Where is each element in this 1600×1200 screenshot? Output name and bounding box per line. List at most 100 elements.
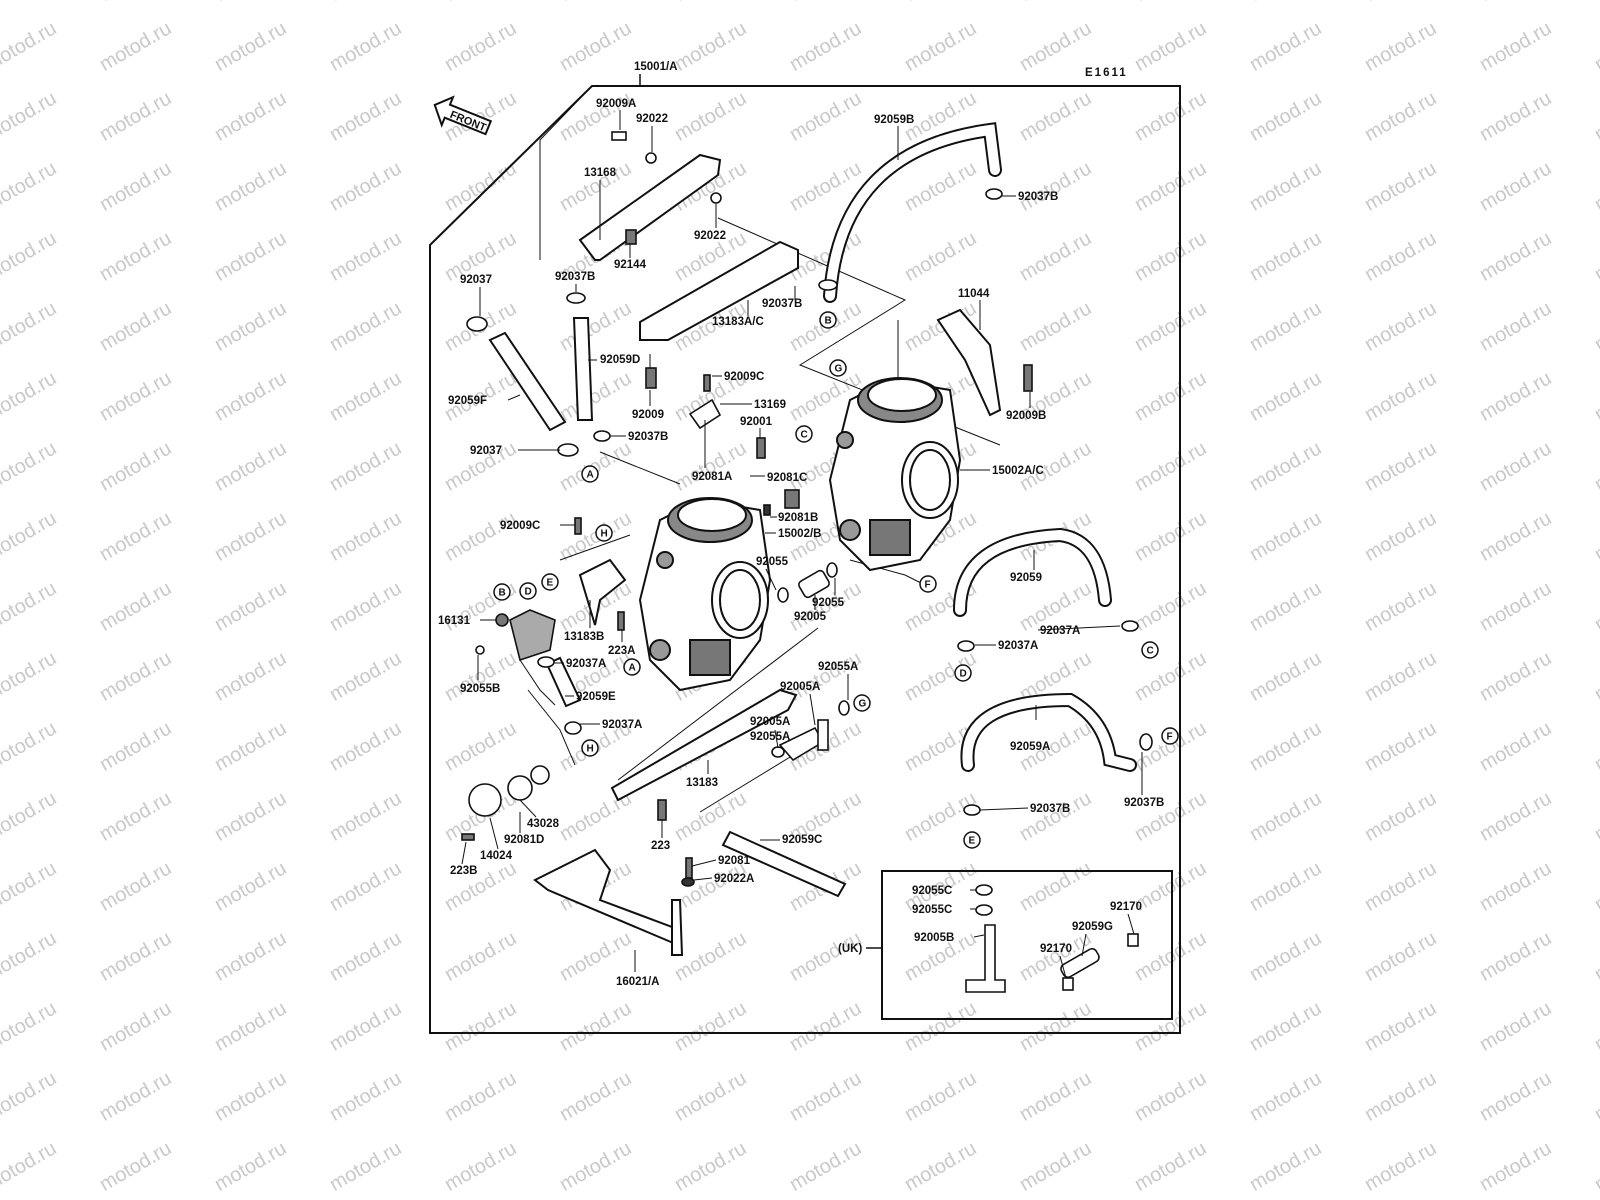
- watermark-text: motod.ru: [786, 927, 865, 986]
- watermark-text: motod.ru: [1016, 17, 1095, 76]
- tubes: [488, 317, 847, 898]
- watermark-text: motod.ru: [1476, 717, 1555, 776]
- ref-marker: E: [963, 831, 981, 849]
- watermark-text: motod.ru: [1246, 437, 1325, 496]
- ref-marker: B: [819, 311, 837, 329]
- part-label: 92037B: [628, 431, 668, 443]
- watermark-text: motod.ru: [1246, 927, 1325, 986]
- watermark-text: motod.ru: [1476, 647, 1555, 706]
- watermark-text: motod.ru: [556, 1137, 635, 1196]
- watermark-text: motod.ru: [0, 227, 60, 286]
- watermark-text: motod.ru: [556, 0, 635, 6]
- watermark-text: motod.ru: [1361, 647, 1440, 706]
- watermark-text: motod.ru: [0, 997, 60, 1056]
- ref-marker: H: [595, 524, 613, 542]
- ref-marker: F: [1161, 727, 1179, 745]
- watermark-text: motod.ru: [96, 997, 175, 1056]
- watermark-text: motod.ru: [1361, 227, 1440, 286]
- svg-text:C: C: [801, 430, 808, 441]
- part-label: 92059A: [1010, 741, 1050, 753]
- watermark-text: motod.ru: [1361, 367, 1440, 426]
- part-label: 92059F: [448, 395, 487, 407]
- part-label: 92081D: [504, 834, 544, 846]
- watermark-text: motod.ru: [96, 927, 175, 986]
- ref-marker: D: [519, 582, 537, 600]
- watermark-text: motod.ru: [1476, 997, 1555, 1056]
- watermark-text: motod.ru: [326, 437, 405, 496]
- watermark-text: motod.ru: [96, 507, 175, 566]
- watermark-text: motod.ru: [0, 927, 60, 986]
- part-label: 92059D: [600, 354, 640, 366]
- watermark-text: motod.ru: [901, 0, 980, 6]
- part-label: 92009C: [724, 371, 764, 383]
- watermark-text: motod.ru: [556, 997, 635, 1056]
- part-label: 92059C: [782, 834, 822, 846]
- watermark-text: motod.ru: [0, 577, 60, 636]
- watermark-text: motod.ru: [1246, 857, 1325, 916]
- watermark-text: motod.ru: [1476, 1067, 1555, 1126]
- watermark-text: motod.ru: [211, 717, 290, 776]
- part-label: 15002/B: [778, 528, 821, 540]
- watermark-text: motod.ru: [0, 367, 60, 426]
- watermark-text: motod.ru: [326, 367, 405, 426]
- part-label: 92009C: [500, 520, 540, 532]
- watermark-text: motod.ru: [556, 17, 635, 76]
- watermark-text: motod.ru: [1476, 227, 1555, 286]
- part-label: 92005A: [750, 716, 790, 728]
- reference-markers: B G C A H B D E F A C D G H F E: [493, 311, 1179, 849]
- watermark-text: motod.ru: [1131, 647, 1210, 706]
- watermark-text: motod.ru: [211, 367, 290, 426]
- watermark-text: motod.ru: [1131, 577, 1210, 636]
- part-label: 92005B: [914, 932, 954, 944]
- watermark-text: motod.ru: [786, 997, 865, 1056]
- part-label: 92037B: [1018, 191, 1058, 203]
- part-labels: 92009A 92022 13168 92022 92144 92037B 92…: [438, 98, 1164, 988]
- watermark-text: motod.ru: [326, 717, 405, 776]
- watermark-text: motod.ru: [1131, 0, 1210, 6]
- watermark-text: motod.ru: [441, 0, 520, 6]
- part-label: 14024: [480, 850, 513, 862]
- part-label: 16021/A: [616, 976, 659, 988]
- watermark-text: motod.ru: [1131, 1067, 1210, 1126]
- watermark-text: motod.ru: [1361, 0, 1440, 6]
- watermark-text: motod.ru: [1246, 1137, 1325, 1196]
- diagram-code: E1611: [1085, 67, 1128, 79]
- watermark-text: motod.ru: [1591, 1137, 1600, 1196]
- part-label: 92081B: [778, 512, 818, 524]
- watermark-text: motod.ru: [96, 87, 175, 146]
- part-label: 92055: [812, 597, 845, 609]
- ref-marker: G: [829, 359, 847, 377]
- ref-marker: F: [919, 575, 937, 593]
- watermark-text: motod.ru: [211, 437, 290, 496]
- part-label: 92055A: [750, 731, 790, 743]
- part-label: 92037A: [566, 658, 606, 670]
- svg-text:A: A: [587, 470, 594, 481]
- watermark-text: motod.ru: [1591, 297, 1600, 356]
- watermark-text: motod.ru: [671, 1067, 750, 1126]
- part-label: 92059: [1010, 572, 1042, 584]
- svg-text:D: D: [525, 587, 532, 598]
- part-label: 92009: [632, 409, 664, 421]
- svg-text:E: E: [969, 836, 976, 847]
- watermark-text: motod.ru: [1591, 157, 1600, 216]
- watermark-text: motod.ru: [326, 647, 405, 706]
- watermark-text: motod.ru: [96, 157, 175, 216]
- watermark-text: motod.ru: [0, 17, 60, 76]
- watermark-text: motod.ru: [211, 87, 290, 146]
- watermark-text: motod.ru: [1246, 1067, 1325, 1126]
- watermark-text: motod.ru: [441, 1137, 520, 1196]
- part-label: 92055: [756, 556, 789, 568]
- part-label: 92022A: [714, 873, 754, 885]
- part-label: 13168: [584, 167, 617, 179]
- part-label: 92009A: [596, 98, 636, 110]
- part-label: 92055C: [912, 885, 952, 897]
- part-label: 92037: [470, 445, 502, 457]
- watermark-text: motod.ru: [326, 297, 405, 356]
- watermark-text: motod.ru: [441, 927, 520, 986]
- svg-text:B: B: [825, 316, 832, 327]
- part-label: 92170: [1040, 943, 1072, 955]
- watermark-text: motod.ru: [1361, 87, 1440, 146]
- watermark-text: motod.ru: [326, 997, 405, 1056]
- watermark-text: motod.ru: [786, 87, 865, 146]
- ref-marker: H: [581, 739, 599, 757]
